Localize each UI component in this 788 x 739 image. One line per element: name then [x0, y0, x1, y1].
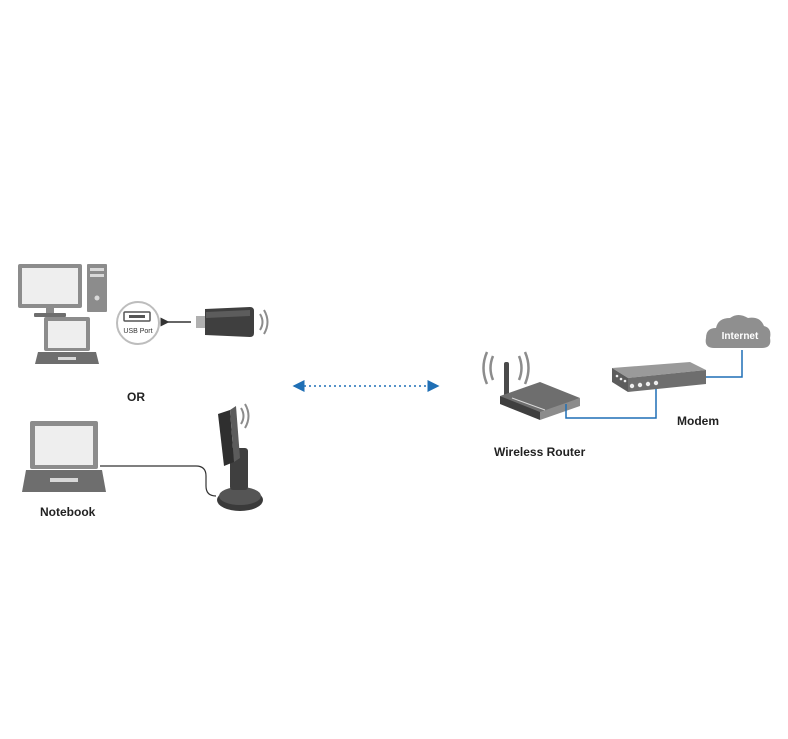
internet-label: Internet — [722, 331, 759, 342]
wifi-waves-icon — [259, 309, 269, 335]
wireless-router-icon — [482, 351, 580, 420]
or-label: OR — [127, 390, 145, 404]
wifi-waves-icon — [240, 403, 250, 429]
laptop-top-icon — [35, 317, 99, 364]
modem-icon — [612, 362, 706, 392]
desktop-monitor-icon — [18, 264, 82, 317]
notebook-label: Notebook — [40, 505, 96, 519]
usb-dongle-icon — [196, 307, 254, 337]
wireless-router-label: Wireless Router — [494, 445, 586, 459]
wifi-waves-icon — [489, 355, 495, 381]
router-modem-cable — [565, 389, 657, 419]
antenna-adapter-icon — [217, 406, 263, 511]
modem-internet-cable — [706, 350, 743, 378]
usb-port-callout: USB Port — [116, 301, 160, 345]
usb-cable — [100, 465, 217, 497]
notebook-laptop-icon — [22, 421, 106, 492]
usb-port-label: USB Port — [123, 328, 152, 335]
modem-label: Modem — [677, 414, 719, 428]
internet-cloud-icon: Internet — [705, 315, 771, 348]
pc-tower-icon — [87, 264, 107, 312]
